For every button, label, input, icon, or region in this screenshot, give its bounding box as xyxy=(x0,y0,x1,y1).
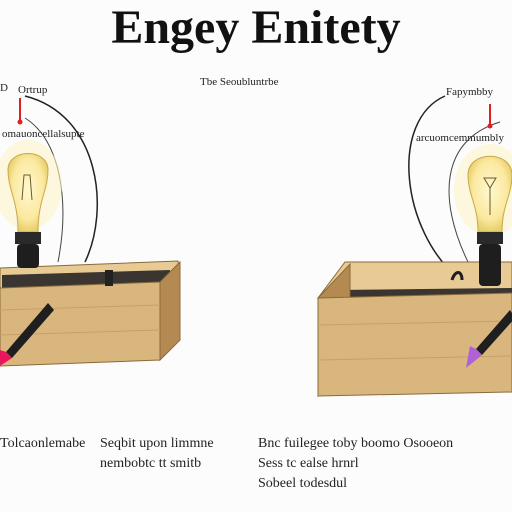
left-wire-arc xyxy=(24,95,99,263)
caption-6: Sobeel todesdul xyxy=(258,476,348,491)
left-switch-post xyxy=(105,270,113,286)
top-center-label: Tbe Seoubluntrbe xyxy=(200,76,279,88)
caption-1: Tolcaonlemabe xyxy=(0,436,86,451)
caption-2: Seqbit upon limmne xyxy=(100,436,214,451)
page-title: Engey Enitety xyxy=(111,1,401,54)
right-diagram-sublabel: arcuomcemmumbly xyxy=(416,132,504,144)
caption-3: nembobtc tt smitb xyxy=(100,456,202,471)
caption-5: Sess tc ealse hrnrl xyxy=(258,456,359,471)
right-setup xyxy=(316,95,512,398)
right-diagram-label: Fapymbby xyxy=(446,86,494,98)
right-wooden-box xyxy=(316,261,512,398)
right-pointer xyxy=(466,310,512,368)
left-wooden-box xyxy=(0,260,181,367)
right-light-bulb xyxy=(450,144,512,286)
left-light-bulb xyxy=(0,140,62,268)
left-diagram-sublabel: omauoncellalsupte xyxy=(2,128,85,140)
left-diagram-marker: D xyxy=(0,82,8,94)
caption-4: Bnc fuilegee toby boomo Osooeon xyxy=(258,436,454,451)
left-setup xyxy=(0,95,181,367)
left-pointer xyxy=(0,303,54,366)
right-wire-arc xyxy=(408,95,461,281)
left-diagram-label: Ortrup xyxy=(18,84,48,96)
right-wire-arc-2 xyxy=(448,121,501,263)
